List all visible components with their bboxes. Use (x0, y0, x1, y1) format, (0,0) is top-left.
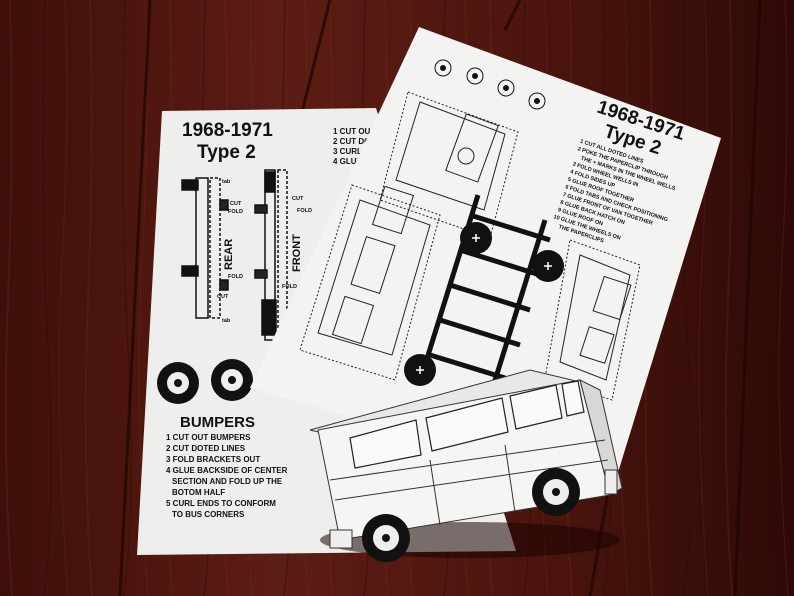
fold-label: FOLD (282, 284, 297, 290)
right-sheet: 1968-1971 Type 2 1 CUT ALL DOTED LINES 2… (250, 27, 721, 492)
left-title-year: 1968-1971 (182, 120, 273, 141)
front-label: FRONT (291, 234, 303, 272)
bumpers-step: 5 CURL ENDS TO CONFORM (166, 499, 276, 508)
plank-seams (118, 0, 762, 596)
bumpers-step: 1 CUT OUT BUMPERS (166, 433, 251, 442)
wheel-cutouts (157, 359, 253, 404)
bus-body-lines (329, 439, 609, 526)
bumpers-step: SECTION AND FOLD UP THE (172, 477, 283, 486)
left-steps: 1 CUT OU 2 CUT DO 3 CURL LI 4 GLUE (333, 127, 371, 166)
bus-rear-bumper (329, 529, 353, 549)
front-bumper-template (254, 169, 288, 341)
rear-label: REAR (223, 239, 235, 270)
bus-wheel-front (532, 468, 580, 516)
cut-label: CUT (217, 294, 229, 300)
bumpers-step: 3 FOLD BRACKETS OUT (166, 455, 260, 464)
cut-label: CUT (230, 201, 242, 207)
left-step: 2 CUT DO (333, 137, 370, 146)
fold-label: FOLD (228, 209, 243, 215)
tab-label: tab (222, 179, 231, 185)
fold-label: FOLD (297, 208, 312, 214)
left-step: 4 GLUE (333, 157, 363, 166)
bus-windows (349, 380, 585, 469)
rear-bumper-template (181, 177, 229, 319)
bus-wheel-rear (362, 514, 410, 562)
wheel-well-marks (416, 234, 552, 374)
bumpers-step: BOTOM HALF (172, 488, 225, 497)
bumpers-step: 4 GLUE BACKSIDE OF CENTER (166, 466, 288, 475)
bumpers-step: TO BUS CORNERS (172, 510, 245, 519)
chassis-template (422, 194, 551, 391)
left-title-model: Type 2 (197, 142, 256, 163)
bumpers-steps: 1 CUT OUT BUMPERS 2 CUT DOTED LINES 3 FO… (166, 433, 288, 519)
fold-label: FOLD (228, 274, 243, 280)
cut-label: CUT (292, 196, 304, 202)
small-wheel-cutouts (434, 59, 546, 110)
bus-net-template (299, 91, 641, 401)
left-step: 1 CUT OU (333, 127, 371, 136)
bus-front-bumper (604, 469, 618, 495)
assembled-paper-bus (309, 369, 623, 562)
bumpers-step: 2 CUT DOTED LINES (166, 444, 246, 453)
left-step: 3 CURL LI (333, 147, 371, 156)
tab-label: tab (222, 318, 231, 324)
bumpers-heading: BUMPERS (180, 414, 255, 431)
